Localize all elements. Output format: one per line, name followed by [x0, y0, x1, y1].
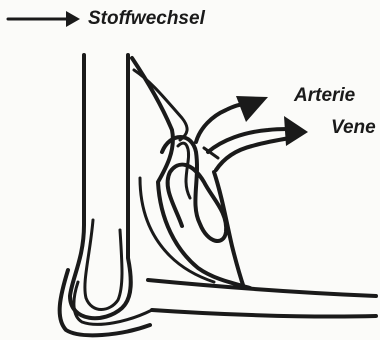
stoffwechsel-label: Stoffwechsel [88, 8, 205, 30]
vein-arrow-head [284, 116, 308, 146]
hair-bulb-inner-line [85, 220, 122, 310]
gland-coil-inner [178, 143, 190, 198]
stoffwechsel-arrow-head [66, 11, 80, 27]
skin-layer-bottom-line [152, 310, 376, 317]
arterie-label: Arterie [294, 85, 355, 107]
artery-arrow-head [236, 96, 268, 122]
vessel-descending-line [214, 172, 244, 288]
vein-vessel-bottom [216, 138, 290, 170]
vene-label: Vene [331, 117, 376, 139]
skin-layer-top-line [148, 280, 376, 296]
